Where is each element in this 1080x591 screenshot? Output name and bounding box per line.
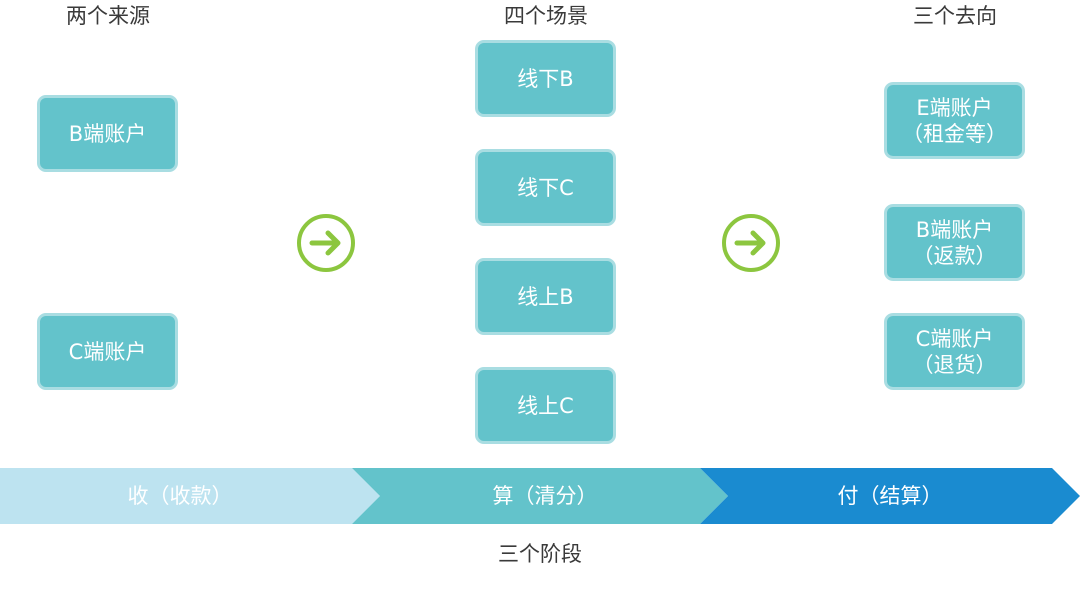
stage-clear-segment xyxy=(352,468,728,524)
destination-c-account-line2: （退货） xyxy=(912,352,997,377)
scenario-online-b-label: 线上B xyxy=(517,284,574,309)
scenario-offline-b-label: 线下B xyxy=(517,66,574,91)
destination-e-account-line2: （租金等） xyxy=(902,121,1007,146)
destination-c-account-line1: C端账户 xyxy=(915,326,994,351)
arrow-right-circle-icon xyxy=(722,214,780,272)
scenario-offline-c-label: 线下C xyxy=(517,175,574,200)
stages-caption: 三个阶段 xyxy=(498,542,582,566)
destination-b-account-line2: （返款） xyxy=(912,243,997,268)
destination-b-account-box: B端账户 （返款） xyxy=(884,204,1025,281)
stage-clear-label: 算（清分） xyxy=(492,484,598,508)
destination-c-account-box: C端账户 （退货） xyxy=(884,313,1025,390)
destinations-heading: 三个去向 xyxy=(913,4,997,28)
scenario-online-c-box: 线上C xyxy=(475,367,616,444)
sources-heading: 两个来源 xyxy=(66,4,150,28)
source-c-account-box: C端账户 xyxy=(37,313,178,390)
stage-settle-label: 付（结算） xyxy=(837,484,943,508)
destination-e-account-box: E端账户 （租金等） xyxy=(884,82,1025,159)
scenario-online-b-box: 线上B xyxy=(475,258,616,335)
stage-band xyxy=(0,468,1080,524)
destination-b-account-line1: B端账户 xyxy=(915,217,994,242)
stage-collect-segment xyxy=(0,468,380,524)
scenario-offline-b-box: 线下B xyxy=(475,40,616,117)
scenario-online-c-label: 线上C xyxy=(517,393,574,418)
source-b-account-box: B端账户 xyxy=(37,95,178,172)
destination-e-account-line1: E端账户 xyxy=(916,95,993,120)
stage-collect-label: 收（收款） xyxy=(127,484,233,508)
arrow-right-circle-icon xyxy=(297,214,355,272)
scenarios-heading: 四个场景 xyxy=(504,4,588,28)
source-b-account-label: B端账户 xyxy=(68,121,147,146)
scenario-offline-c-box: 线下C xyxy=(475,149,616,226)
source-c-account-label: C端账户 xyxy=(68,339,147,364)
stage-settle-segment xyxy=(700,468,1080,524)
